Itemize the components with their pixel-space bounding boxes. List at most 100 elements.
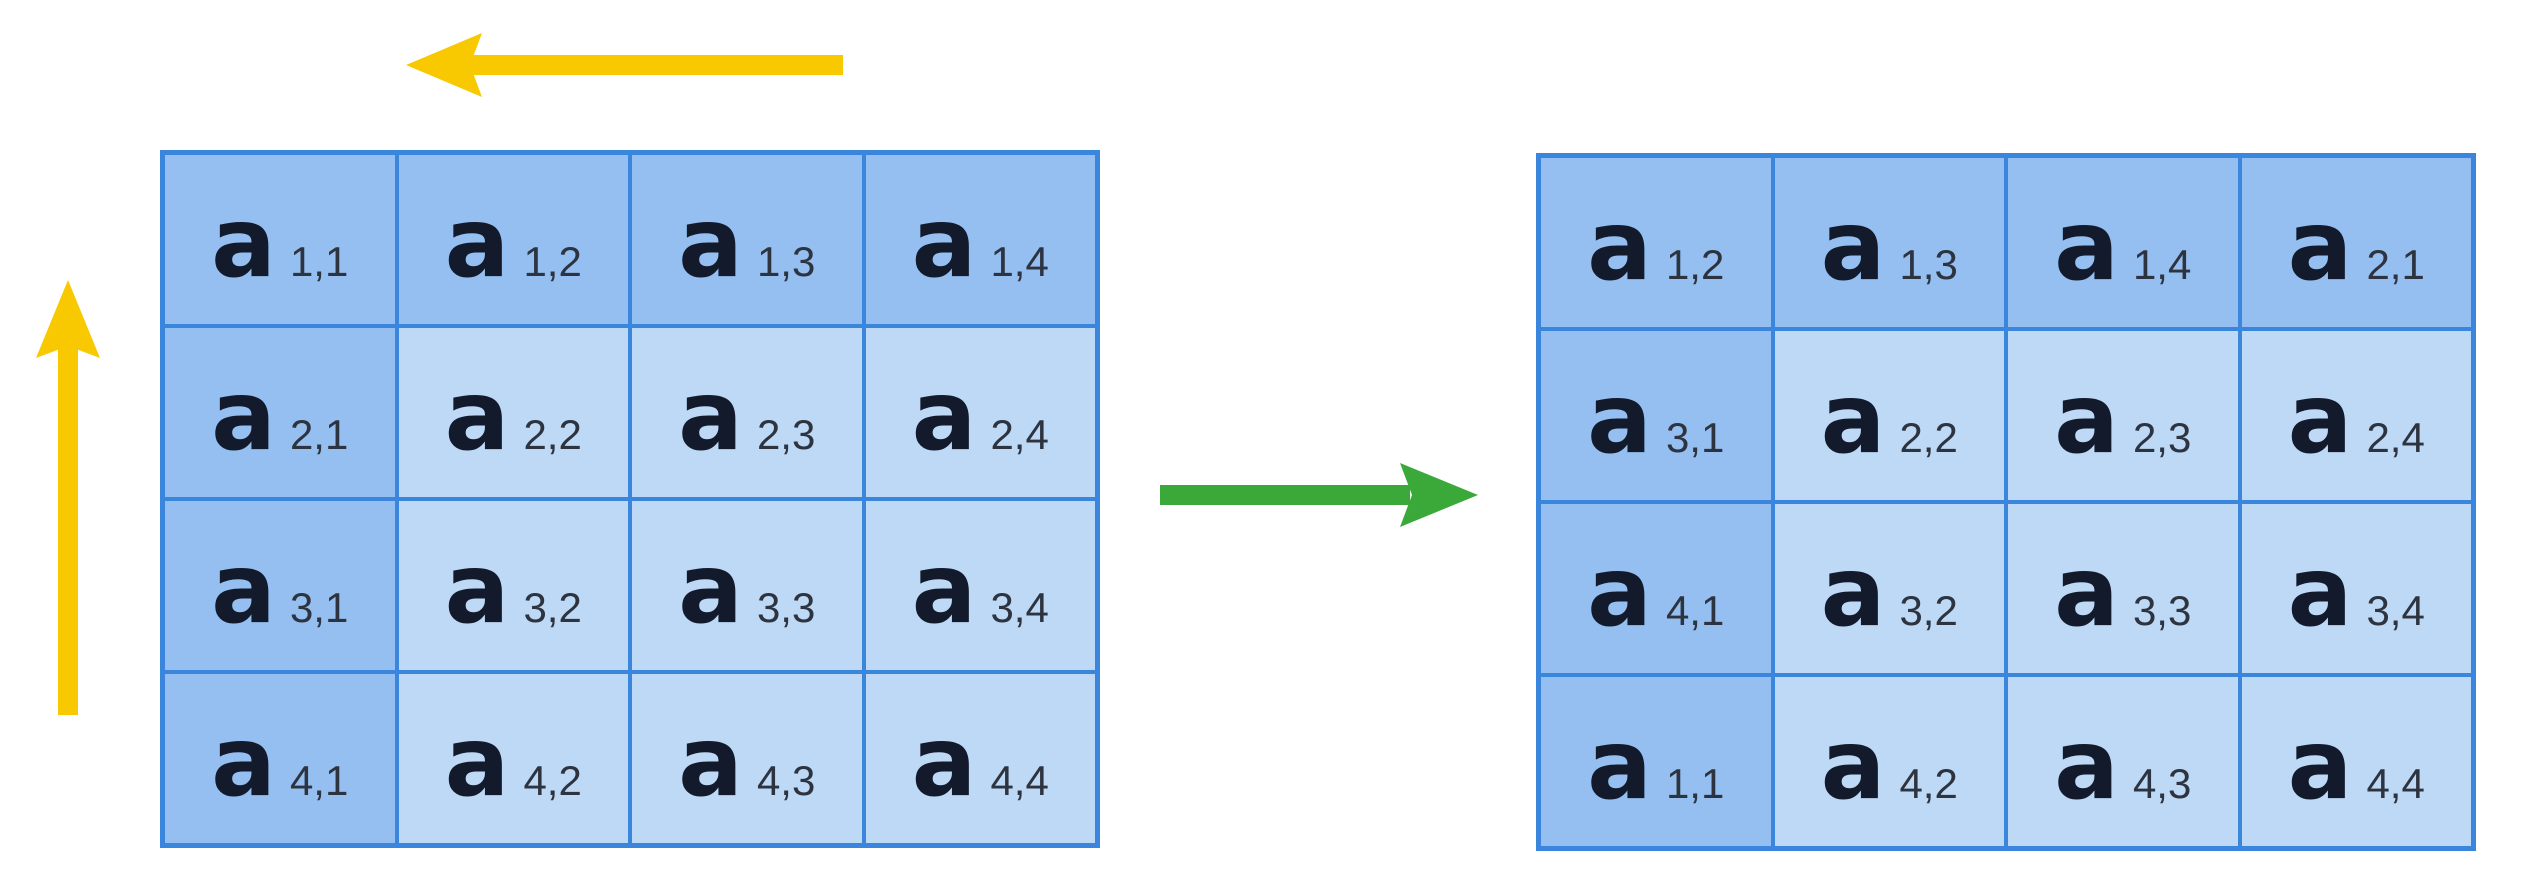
element-subscript: 3,3 [756, 584, 816, 631]
shift-left-arrow [406, 33, 843, 97]
matrix-cell: a 2,4 [863, 326, 1097, 499]
element-subscript: 4,3 [756, 757, 816, 804]
element-letter: a [211, 187, 276, 299]
element-subscript: 2,2 [523, 411, 582, 458]
element-subscript: 4,2 [1899, 760, 1958, 807]
matrix-cell: a 1,3 [1772, 156, 2006, 329]
element-letter: a [911, 706, 977, 818]
element-subscript: 2,3 [756, 411, 816, 458]
element-letter: a [678, 706, 743, 818]
matrix-cell: a 4,1 [1539, 502, 1773, 675]
element-subscript: 3,4 [990, 584, 1049, 631]
matrix-cell: a 2,1 [163, 326, 397, 499]
matrix-cell: a 4,4 [863, 672, 1097, 845]
shift-up-arrow [36, 280, 100, 715]
element-subscript: 4,1 [289, 757, 349, 804]
element-subscript: 2,2 [1899, 414, 1958, 461]
element-letter: a [2287, 190, 2353, 302]
element-subscript: 4,2 [523, 757, 582, 804]
element-subscript: 3,2 [1899, 587, 1958, 634]
element-letter: a [2054, 363, 2119, 475]
matrix-cell: a 3,3 [2006, 502, 2240, 675]
matrix-cell: a 1,4 [863, 153, 1097, 326]
element-letter: a [678, 360, 743, 472]
element-subscript: 4,1 [1665, 587, 1725, 634]
element-subscript: 1,1 [289, 238, 349, 285]
element-letter: a [2054, 709, 2119, 821]
element-letter: a [211, 360, 276, 472]
element-letter: a [678, 533, 743, 645]
element-letter: a [678, 187, 743, 299]
matrix-cell: a 3,1 [1539, 329, 1773, 502]
element-subscript: 1,3 [1899, 241, 1958, 288]
matrix-cell: a 2,3 [630, 326, 864, 499]
matrix-cell: a 2,2 [396, 326, 630, 499]
element-subscript: 2,1 [2366, 241, 2425, 288]
element-subscript: 3,1 [1665, 414, 1725, 461]
matrix-cell: a 2,3 [2006, 329, 2240, 502]
element-letter: a [1820, 190, 1886, 302]
matrix-cell: a 2,4 [2239, 329, 2473, 502]
matrix-cell: a 2,1 [2239, 156, 2473, 329]
element-subscript: 1,4 [990, 238, 1049, 285]
shift-up-arrow-shaft [58, 340, 78, 715]
element-letter: a [444, 360, 510, 472]
element-subscript: 1,4 [2132, 241, 2192, 288]
element-letter: a [1587, 536, 1652, 648]
element-letter: a [1587, 190, 1652, 302]
matrix-cell: a 4,3 [630, 672, 864, 845]
element-letter: a [1587, 363, 1652, 475]
matrix-cell: a 4,4 [2239, 675, 2473, 848]
element-letter: a [911, 360, 977, 472]
shift-left-arrow-head [406, 33, 482, 97]
matrix-cell: a 1,3 [630, 153, 864, 326]
matrix-cell: a 3,4 [2239, 502, 2473, 675]
matrix-cell: a 3,2 [396, 499, 630, 672]
matrix-cell: a 3,3 [630, 499, 864, 672]
element-letter: a [2287, 363, 2353, 475]
element-letter: a [2054, 536, 2119, 648]
matrix-cell: a 3,2 [1772, 502, 2006, 675]
element-letter: a [911, 187, 977, 299]
matrix-cell: a 1,4 [2006, 156, 2240, 329]
element-subscript: 4,4 [2366, 760, 2425, 807]
element-letter: a [211, 706, 276, 818]
element-letter: a [1587, 709, 1652, 821]
element-letter: a [1820, 536, 1886, 648]
element-subscript: 2,4 [2366, 414, 2425, 461]
element-letter: a [2287, 709, 2353, 821]
element-subscript: 1,1 [1665, 760, 1725, 807]
matrix-cell: a 1,2 [1539, 156, 1773, 329]
element-letter: a [444, 706, 510, 818]
matrix-cell: a 4,2 [396, 672, 630, 845]
shift-left-arrow-shaft [470, 55, 843, 75]
element-letter: a [444, 187, 510, 299]
result-arrow-shaft [1160, 485, 1410, 505]
matrix-cell: a 4,1 [163, 672, 397, 845]
element-subscript: 3,1 [289, 584, 349, 631]
matrix-cell: a 4,3 [2006, 675, 2240, 848]
element-subscript: 1,3 [756, 238, 816, 285]
element-subscript: 3,2 [523, 584, 582, 631]
element-subscript: 2,1 [289, 411, 349, 458]
matrix-cell: a 1,1 [163, 153, 397, 326]
element-subscript: 4,4 [990, 757, 1049, 804]
element-letter: a [444, 533, 510, 645]
element-letter: a [2287, 536, 2353, 648]
element-subscript: 3,3 [2132, 587, 2192, 634]
result-arrow [1160, 463, 1478, 527]
element-subscript: 3,4 [2366, 587, 2425, 634]
result-arrow-head [1400, 463, 1478, 527]
element-subscript: 1,2 [1665, 241, 1725, 288]
element-subscript: 2,4 [990, 411, 1049, 458]
shift-up-arrow-head [36, 280, 100, 358]
element-letter: a [2054, 190, 2119, 302]
element-subscript: 2,3 [2132, 414, 2192, 461]
element-subscript: 4,3 [2132, 760, 2192, 807]
